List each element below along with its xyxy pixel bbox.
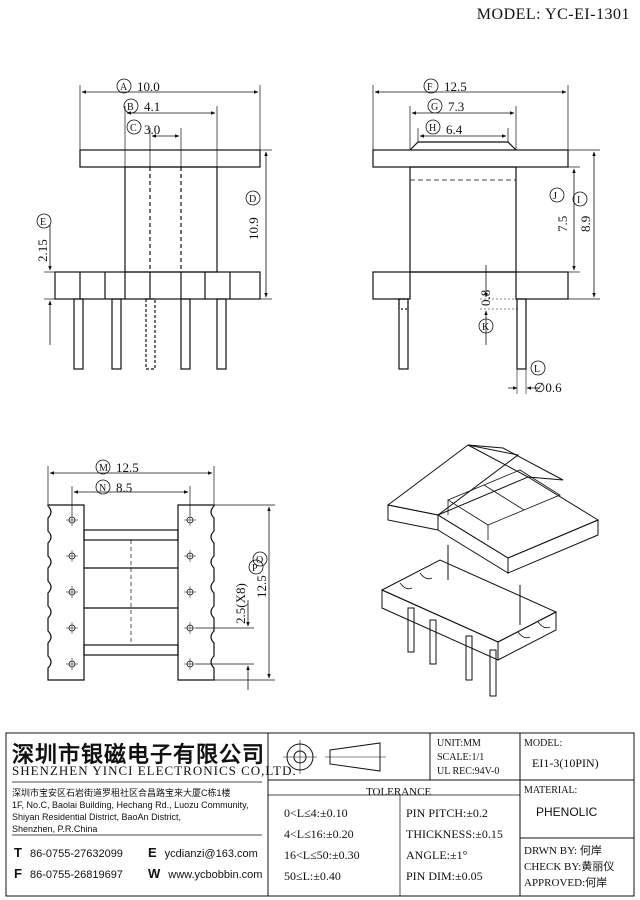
dim-m-value: 12.5 <box>116 460 139 475</box>
dim-tag-p: P <box>252 563 258 574</box>
dim-tag-j: J <box>553 191 557 202</box>
material-value: PHENOLIC <box>536 805 598 819</box>
dim-tag-l: L <box>534 364 540 375</box>
dim-tag-o: O <box>256 555 263 566</box>
unit-label: UNIT:MM <box>437 738 481 749</box>
tolerance-row: ANGLE:±1° <box>406 848 468 862</box>
technical-drawing: A 10.0 B 4.1 C 3.0 D 10.9 E 2.15 F 12.5 … <box>35 78 600 697</box>
address-line: 1F, No.C, Baolai Building, Hechang Rd., … <box>12 800 249 810</box>
dim-tag-b: B <box>127 102 134 113</box>
dim-tag-c: C <box>130 123 137 134</box>
dim-h-value: 6.4 <box>446 122 463 137</box>
dim-i-value: 8.9 <box>578 216 593 232</box>
email-value: ycdianzi@163.com <box>164 848 258 860</box>
dim-a-value: 10.0 <box>137 79 160 94</box>
dim-tag-m: M <box>99 463 108 474</box>
dim-j-value: 7.5 <box>555 216 570 232</box>
dim-l-value: ∅0.6 <box>534 380 562 395</box>
tolerance-row: 16<L≤50:±0.30 <box>284 848 360 862</box>
dim-p-value: 2.5(X8) <box>233 583 248 624</box>
dim-g-value: 7.3 <box>448 99 464 114</box>
tolerance-row: PIN PITCH:±0.2 <box>406 806 488 820</box>
address-line: 深圳市宝安区石岩街道罗租社区合昌路宝来大厦C栋1楼 <box>12 788 231 798</box>
tolerance-row: PIN DIM:±0.05 <box>406 869 483 883</box>
dim-tag-k: K <box>482 322 490 333</box>
company-name-en: SHENZHEN YINCI ELECTRONICS CO,LTD. <box>12 763 297 778</box>
dim-d-value: 10.9 <box>246 217 261 240</box>
ul-rec-label: UL REC:94V-0 <box>437 766 500 777</box>
tolerance-row: 50≤L:±0.40 <box>284 869 341 883</box>
tolerance-row: 0<L≤4:±0.10 <box>284 806 348 820</box>
dim-f-value: 12.5 <box>444 79 467 94</box>
isometric-view <box>380 444 600 697</box>
dim-o-value: 12.5 <box>254 575 269 598</box>
model-field-label: MODEL: <box>524 738 563 749</box>
drawn-by: DRWN BY: 何岸 <box>524 845 602 857</box>
material-label: MATERIAL: <box>524 785 578 796</box>
checked-by: CHECK BY:黄丽仪 <box>524 861 615 873</box>
dim-tag-i: I <box>577 195 580 206</box>
company-address: 深圳市宝安区石岩街道罗租社区合昌路宝来大厦C栋1楼 1F, No.C, Baol… <box>12 787 248 835</box>
dim-tag-h: H <box>429 123 436 134</box>
dim-tag-a: A <box>120 82 128 93</box>
projection-symbol <box>283 740 386 774</box>
side-view <box>372 78 600 394</box>
scale-label: SCALE:1/1 <box>437 752 485 763</box>
dim-e-value: 2.15 <box>35 239 50 262</box>
approved-by: APPROVED:何岸 <box>524 877 608 889</box>
model-field-value: EI1-3(10PIN) <box>532 756 599 770</box>
dim-n-value: 8.5 <box>116 480 132 495</box>
tolerance-title: TOLERANCE <box>366 786 432 798</box>
dim-c-value: 3.0 <box>144 122 160 137</box>
tolerance-row: THICKNESS:±0.15 <box>406 827 503 841</box>
dim-tag-e: E <box>40 217 46 228</box>
dim-b-value: 4.1 <box>144 99 160 114</box>
address-line: Shiyan Residential District, BaoAn Distr… <box>12 812 182 822</box>
address-line: Shenzhen, P.R.China <box>12 824 98 834</box>
bottom-view <box>47 459 275 690</box>
company-name-cn: 深圳市银磁电子有限公司 <box>12 743 266 768</box>
dim-tag-n: N <box>99 483 106 494</box>
dim-tag-d: D <box>249 194 256 205</box>
dim-tag-g: G <box>431 102 438 113</box>
tel-value: 86-0755-27632099 <box>29 848 123 860</box>
title-block-frame <box>5 732 635 897</box>
model-title: MODEL: YC-EI-1301 <box>476 6 630 23</box>
web-value: www.ycbobbin.com <box>168 869 263 881</box>
dim-k-value: 0.8 <box>478 290 493 306</box>
dim-tag-f: F <box>427 82 433 93</box>
tolerance-row: 4<L≤16:±0.20 <box>284 827 354 841</box>
front-view <box>36 78 272 370</box>
fax-value: 86-0755-26819697 <box>29 869 123 881</box>
